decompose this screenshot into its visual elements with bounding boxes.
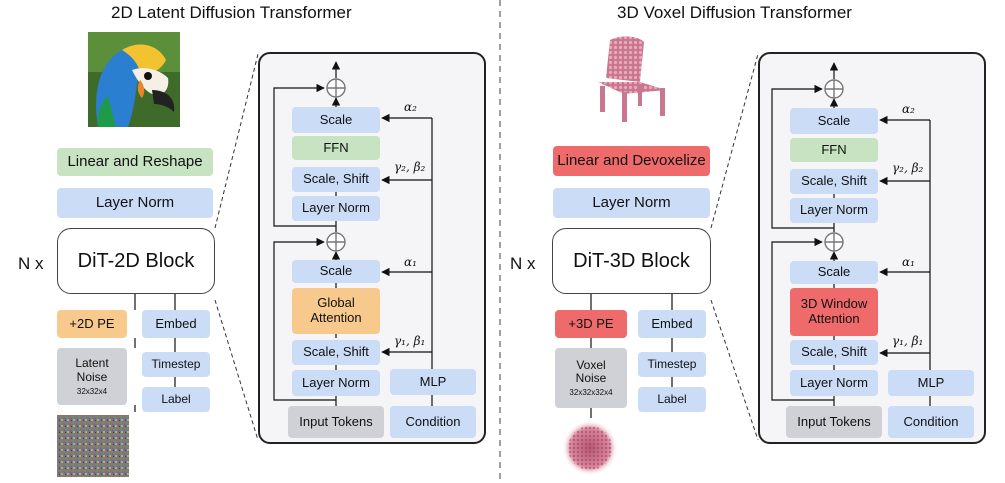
right-n-times-label: N x bbox=[510, 254, 536, 273]
left-linear-reshape: Linear and Reshape bbox=[57, 148, 213, 176]
left-alpha1-label: α₁ bbox=[404, 255, 417, 269]
right-gamma1-beta1-label: γ₁, β₁ bbox=[892, 334, 924, 348]
right-panel-window-attention: 3D Window Attention bbox=[790, 288, 878, 336]
left-latent-noise: Latent Noise 32x32x4 bbox=[57, 348, 127, 405]
right-panel-scale-shift-top: Scale, Shift bbox=[790, 169, 878, 194]
left-panel-scale-shift-top: Scale, Shift bbox=[292, 167, 380, 192]
left-title: 2D Latent Diffusion Transformer bbox=[111, 3, 352, 22]
right-panel-mlp: MLP bbox=[888, 370, 974, 396]
left-panel-global-attention: Global Attention bbox=[292, 288, 380, 334]
right-title: 3D Voxel Diffusion Transformer bbox=[617, 3, 852, 22]
right-panel-scale-top: Scale bbox=[790, 108, 878, 134]
right-panel-condition: Condition bbox=[888, 406, 974, 438]
chair-output-image bbox=[598, 36, 666, 122]
left-panel-scale-mid: Scale bbox=[292, 260, 380, 283]
left-panel-mlp: MLP bbox=[390, 369, 476, 395]
left-pe: +2D PE bbox=[57, 310, 127, 338]
left-panel-layer-norm-top: Layer Norm bbox=[292, 196, 380, 221]
right-label: Label bbox=[638, 387, 706, 412]
left-layer-norm: Layer Norm bbox=[57, 188, 213, 218]
left-dit-block: DiT-2D Block bbox=[57, 228, 215, 294]
right-alpha2-label: α₂ bbox=[902, 102, 915, 116]
right-panel-layer-norm-bottom: Layer Norm bbox=[790, 370, 878, 396]
left-panel-condition: Condition bbox=[390, 406, 476, 438]
right-panel-layer-norm-top: Layer Norm bbox=[790, 198, 878, 223]
left-panel-scale-shift-bottom: Scale, Shift bbox=[292, 340, 380, 365]
left-panel-layer-norm-bottom: Layer Norm bbox=[292, 370, 380, 396]
right-pe: +3D PE bbox=[555, 310, 627, 338]
left-alpha2-label: α₂ bbox=[404, 100, 417, 114]
left-timestep: Timestep bbox=[142, 352, 210, 377]
right-timestep: Timestep bbox=[638, 352, 706, 377]
right-alpha1-label: α₁ bbox=[902, 255, 915, 269]
right-gamma2-beta2-label: γ₂, β₂ bbox=[892, 161, 924, 175]
right-layer-norm: Layer Norm bbox=[553, 188, 710, 218]
right-panel-input-tokens: Input Tokens bbox=[786, 406, 882, 438]
right-panel-scale-mid: Scale bbox=[790, 261, 878, 284]
right-embed: Embed bbox=[638, 310, 706, 338]
latent-noise-image bbox=[57, 415, 129, 477]
left-embed: Embed bbox=[142, 310, 210, 338]
right-linear-devoxelize: Linear and Devoxelize bbox=[553, 146, 710, 176]
left-panel-input-tokens: Input Tokens bbox=[288, 406, 384, 438]
voxel-noise-image bbox=[562, 420, 618, 476]
parrot-output-image bbox=[88, 32, 180, 127]
right-panel-ffn: FFN bbox=[790, 138, 878, 162]
left-gamma1-beta1-label: γ₁, β₁ bbox=[394, 334, 426, 348]
left-n-times-label: N x bbox=[18, 254, 44, 273]
left-panel-scale-top: Scale bbox=[292, 107, 380, 133]
right-panel-scale-shift-bottom: Scale, Shift bbox=[790, 340, 878, 365]
left-panel-ffn: FFN bbox=[292, 136, 380, 160]
left-label: Label bbox=[142, 387, 210, 412]
right-voxel-noise: Voxel Noise 32x32x32x4 bbox=[555, 348, 627, 408]
right-dit-block: DiT-3D Block bbox=[552, 228, 711, 294]
left-gamma2-beta2-label: γ₂, β₂ bbox=[394, 160, 426, 174]
